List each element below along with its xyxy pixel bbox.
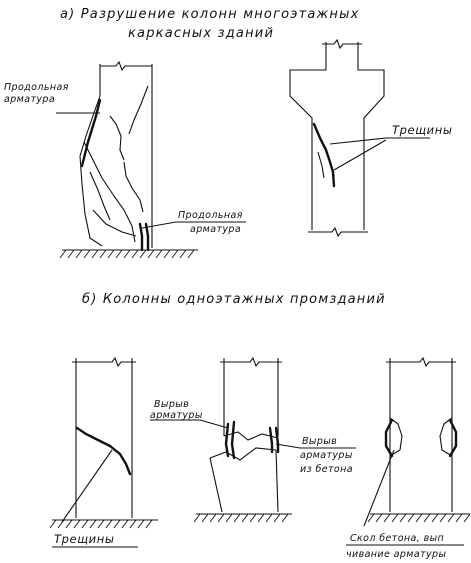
section-b-title: б) Колонны одноэтажных промзданий bbox=[82, 292, 386, 307]
column-a1 bbox=[56, 60, 246, 252]
label-rebar-tear-line2: арматуры bbox=[150, 410, 203, 421]
label-cracks-a: Трещины bbox=[392, 123, 453, 137]
label-rebar-tear-line1: Вырыв bbox=[154, 399, 189, 410]
label-longitudinal-rebar-1-line2: арматура bbox=[4, 94, 55, 105]
ground-b2 bbox=[193, 513, 292, 523]
label-spall-line2: чивание арматуры bbox=[346, 549, 446, 560]
label-rebar-pullout-line3: из бетона bbox=[300, 464, 353, 475]
section-a-title-line1: а) Разрушение колонн многоэтажных bbox=[60, 7, 360, 22]
column-b2 bbox=[150, 356, 356, 513]
label-spall-line1: Скол бетона, вып bbox=[350, 533, 444, 544]
column-b1 bbox=[61, 356, 136, 523]
label-longitudinal-rebar-1-line1: Продольная bbox=[4, 82, 69, 93]
label-longitudinal-rebar-2-line2: арматура bbox=[190, 224, 241, 235]
column-b3 bbox=[363, 356, 458, 527]
ground-b1 bbox=[49, 519, 158, 529]
ground-a1 bbox=[59, 249, 198, 259]
label-rebar-pullout-line2: арматуры bbox=[300, 450, 353, 461]
ground-b3 bbox=[367, 513, 471, 523]
column-a2 bbox=[289, 38, 430, 238]
label-longitudinal-rebar-2-line1: Продольная bbox=[178, 210, 243, 221]
label-rebar-pullout-line1: Вырыв bbox=[302, 436, 337, 447]
label-cracks-b: Трещины bbox=[54, 532, 115, 546]
section-a-title-line2: каркасных зданий bbox=[128, 26, 274, 41]
